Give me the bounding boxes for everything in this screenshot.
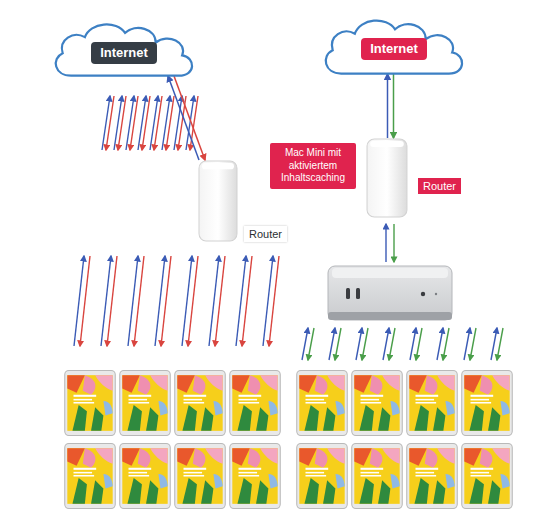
router-node: Router <box>198 160 238 242</box>
arrow-bundles <box>74 96 503 360</box>
router-tower <box>366 138 408 218</box>
ipad-icon <box>175 444 226 509</box>
upload-arrow <box>383 328 389 360</box>
upload-arrow <box>101 256 111 346</box>
upload-arrow <box>155 256 165 346</box>
ipad-icon <box>120 444 171 509</box>
ipad-icon <box>462 444 513 509</box>
ipad-group <box>65 371 513 509</box>
mac-mini <box>328 266 452 320</box>
download-arrow <box>497 328 503 360</box>
ipad-icon <box>352 444 403 509</box>
upload-arrow <box>138 96 146 150</box>
upload-arrow <box>302 328 308 360</box>
upload-arrow <box>356 328 362 360</box>
internet-cloud: Internet <box>320 16 468 78</box>
upload-arrow <box>329 328 335 360</box>
ipad-icon <box>120 371 171 436</box>
upload-arrow <box>162 96 170 150</box>
upload-arrow <box>437 328 443 360</box>
download-arrow <box>242 256 252 346</box>
download-arrow <box>269 256 279 346</box>
cloud-label: Internet <box>91 42 157 64</box>
ipad-icon <box>175 371 226 436</box>
download-arrow <box>142 96 150 150</box>
upload-arrow <box>491 328 497 360</box>
download-arrow <box>166 96 174 150</box>
download-arrow <box>335 328 341 360</box>
upload-arrow <box>126 96 134 150</box>
upload-arrow <box>385 224 386 262</box>
ipad-icon <box>407 371 458 436</box>
ipad-icon <box>462 371 513 436</box>
download-arrow <box>389 328 395 360</box>
traffic-connector <box>168 76 205 160</box>
download-arrow <box>215 256 225 346</box>
router-node: Router <box>366 138 408 218</box>
download-arrow <box>443 328 449 360</box>
download-arrow <box>118 96 126 150</box>
internet-cloud: Internet <box>50 20 198 80</box>
download-arrow <box>107 256 117 346</box>
upload-arrow <box>74 256 84 346</box>
ipad-icon <box>65 371 116 436</box>
ipad-icon <box>297 444 348 509</box>
traffic-connector <box>388 74 394 138</box>
download-arrow <box>134 256 144 346</box>
download-arrow <box>80 256 90 346</box>
router-tower <box>198 160 238 242</box>
ipad-icon <box>230 371 281 436</box>
cloud-label: Internet <box>361 38 427 60</box>
upload-arrow <box>182 256 192 346</box>
upload-arrow <box>263 256 273 346</box>
download-arrow <box>393 224 394 262</box>
ipad-icon <box>352 371 403 436</box>
download-arrow <box>308 328 314 360</box>
download-arrow <box>106 96 114 150</box>
download-arrow <box>161 256 171 346</box>
download-arrow <box>154 96 162 150</box>
download-arrow <box>130 96 138 150</box>
upload-arrow <box>150 96 158 150</box>
upload-arrow <box>128 256 138 346</box>
download-arrow <box>362 328 368 360</box>
router-label: Router <box>244 226 287 242</box>
download-arrow <box>188 256 198 346</box>
ipad-icon <box>65 444 116 509</box>
upload-arrow <box>464 328 470 360</box>
ipad-icon <box>407 444 458 509</box>
upload-arrow <box>102 96 110 150</box>
download-arrow <box>470 328 476 360</box>
cache-callout: Mac Mini mit aktiviertem Inhaltscaching <box>270 143 356 189</box>
download-arrow <box>416 328 422 360</box>
upload-arrow <box>209 256 219 346</box>
ipad-icon <box>230 444 281 509</box>
upload-arrow <box>114 96 122 150</box>
router-label: Router <box>418 178 461 194</box>
ipad-icon <box>297 371 348 436</box>
upload-arrow <box>410 328 416 360</box>
upload-arrow <box>236 256 246 346</box>
callout-text: Mac Mini mit aktiviertem Inhaltscaching <box>275 147 351 185</box>
